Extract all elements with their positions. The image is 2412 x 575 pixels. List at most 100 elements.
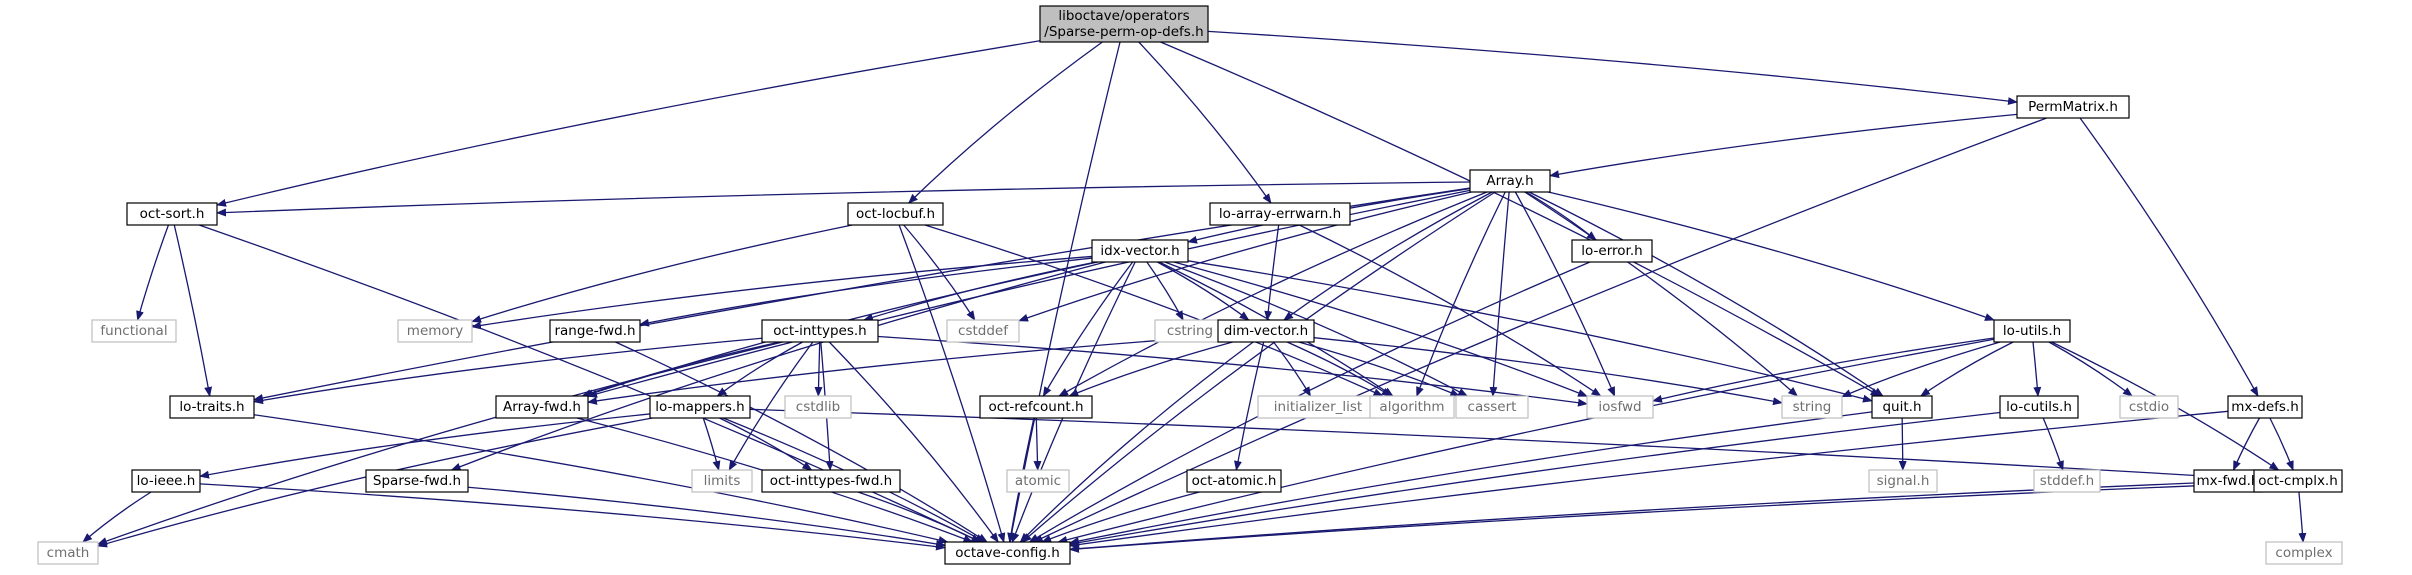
include-edge [1652,337,1995,403]
include-edge [471,224,853,323]
include-edge [1032,117,2047,543]
include-edge [97,341,783,545]
include-edge [1069,411,2001,547]
header-node-lo-traits[interactable]: lo-traits.h [169,395,255,419]
header-node-Array-fwd[interactable]: Array-fwd.h [495,395,589,419]
header-node-oct-refcount[interactable]: oct-refcount.h [979,395,1093,419]
node-box [2016,95,2130,119]
system-header-node-complex: complex [2265,541,2343,565]
node-box [2265,541,2343,565]
header-node-Sparse-fwd[interactable]: Sparse-fwd.h [365,469,469,493]
include-edge [199,483,946,551]
include-edge [1549,113,2018,179]
node-box [2119,395,2179,419]
node-box [2227,395,2303,419]
header-node-lo-array-errwarn[interactable]: lo-array-errwarn.h [1209,202,1351,226]
node-label: algorithm [1379,399,1444,415]
node-box [1868,469,1938,493]
include-edge [199,413,651,479]
include-edge [216,40,1041,207]
root-file-node-root[interactable]: liboctave/operators/Sparse-perm-op-defs.… [1039,5,1209,43]
header-node-mx-fwd[interactable]: mx-fwd.h [2193,469,2263,493]
header-node-lo-utils[interactable]: lo-utils.h [1993,319,2071,343]
node-box [1999,395,2079,419]
include-edge [198,224,982,543]
header-node-oct-cmplx[interactable]: oct-cmplx.h [2253,469,2343,493]
header-node-oct-locbuf[interactable]: oct-locbuf.h [847,202,944,226]
header-node-octave-config[interactable]: octave-config.h [944,541,1071,565]
include-edge [450,261,1106,471]
header-node-lo-mappers[interactable]: lo-mappers.h [649,395,751,419]
node-box [365,469,469,493]
header-node-range-fwd[interactable]: range-fwd.h [549,319,641,343]
header-node-idx-vector[interactable]: idx-vector.h [1091,239,1189,263]
header-node-oct-inttypes[interactable]: oct-inttypes.h [761,319,879,343]
include-edge [814,341,823,397]
include-edge [1042,261,1134,397]
header-node-oct-sort[interactable]: oct-sort.h [126,202,218,226]
include-edge [716,341,803,397]
node-label: lo-error.h [1581,243,1642,259]
header-node-dim-vector[interactable]: dim-vector.h [1217,319,1315,343]
node-label: memory [407,323,463,339]
node-box [1781,395,1843,419]
node-label: PermMatrix.h [2028,99,2118,115]
node-box [2033,469,2101,493]
node-box [761,469,901,493]
include-edge [2042,417,2064,471]
header-node-mx-defs[interactable]: mx-defs.h [2227,395,2303,419]
node-label: cstring [1167,323,1213,339]
include-edge [1919,341,2014,397]
include-edge [2298,491,2307,543]
include-edge [877,335,1588,407]
node-label: oct-inttypes.h [773,323,867,339]
node-box [549,319,641,343]
node-label: oct-refcount.h [988,399,1083,415]
header-node-oct-inttypes-fwd[interactable]: oct-inttypes-fwd.h [761,469,901,493]
header-node-quit[interactable]: quit.h [1871,395,1933,419]
include-edge [2232,417,2261,471]
node-box [1993,319,2071,343]
node-label: oct-cmplx.h [2258,473,2338,489]
include-edge [1069,482,2195,553]
node-box [979,395,1093,419]
header-node-Array[interactable]: Array.h [1469,169,1551,193]
node-label: idx-vector.h [1100,243,1179,259]
node-label: cassert [1468,399,1517,415]
include-edge [1528,191,1884,397]
node-label: atomic [1015,473,1061,489]
system-header-node-limits: limits [691,469,753,493]
node-box [495,395,589,419]
header-node-lo-cutils[interactable]: lo-cutils.h [1999,395,2079,419]
node-box [91,319,177,343]
include-edge [828,341,999,543]
system-header-node-atomic: atomic [1006,469,1070,493]
include-edge [1283,191,1493,321]
include-edge [1313,337,1783,406]
node-box [397,319,473,343]
include-edge [1298,341,1461,397]
header-node-PermMatrix[interactable]: PermMatrix.h [2016,95,2130,119]
include-edge [82,491,152,543]
include-edge [173,224,213,397]
node-label: oct-inttypes-fwd.h [770,473,892,489]
include-edge [908,41,1103,204]
include-edge [1033,417,1042,471]
include-edge [1041,491,1200,543]
include-edge [1160,41,1881,397]
include-edge [615,341,988,543]
header-node-lo-ieee[interactable]: lo-ieee.h [131,469,201,493]
node-label: Sparse-fwd.h [373,473,461,489]
node-label: lo-traits.h [179,399,244,415]
system-header-node-cstdlib: cstdlib [784,395,852,419]
node-box [1586,395,1654,419]
node-box [126,202,218,226]
node-box [649,395,751,419]
node-box [1571,239,1653,263]
node-label: lo-utils.h [2003,323,2061,339]
node-box [1209,202,1351,226]
header-node-oct-atomic[interactable]: oct-atomic.h [1186,469,1282,493]
header-node-lo-error[interactable]: lo-error.h [1571,239,1653,263]
system-header-node-memory: memory [397,319,473,343]
include-edge [1524,191,1799,397]
